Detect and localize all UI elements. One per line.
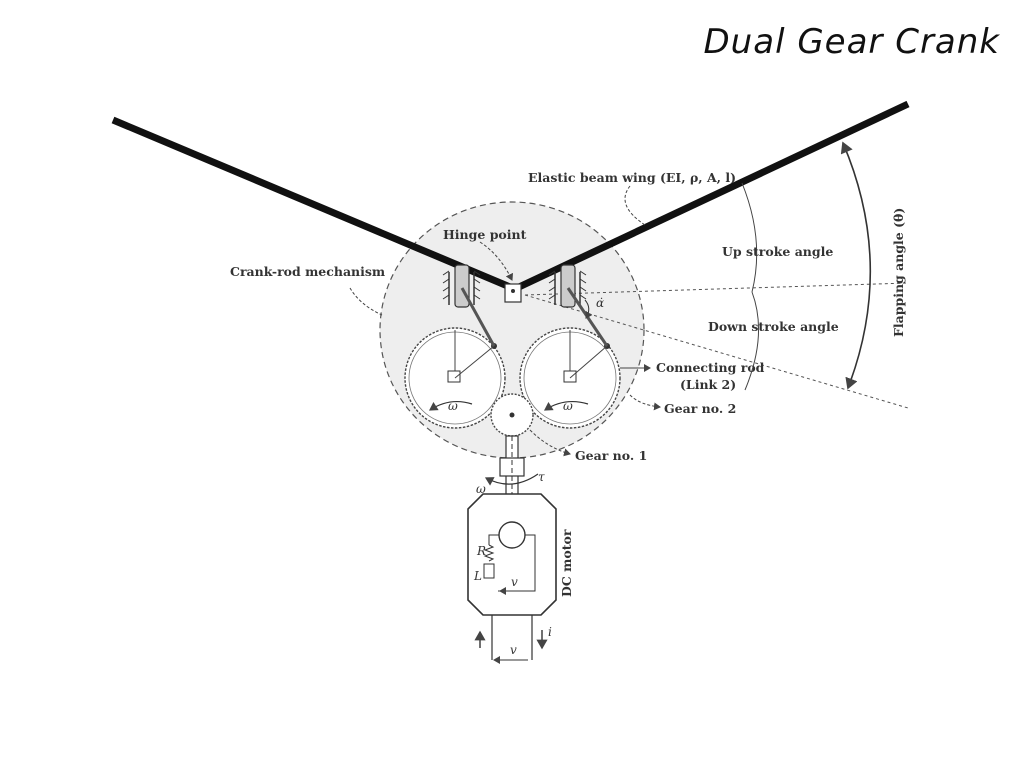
left-gear-rotation-arrow [428,400,473,411]
gear2-leader [629,394,661,411]
motor-terminal [491,615,533,660]
up-stroke-arc [741,182,758,293]
voltage-outer-label: v [510,643,517,657]
left-large-gear [404,327,506,429]
down-stroke-label: Down stroke angle [708,319,839,334]
motor-wire-left [488,534,499,545]
hinge-leader [479,241,514,281]
wing-label: Elastic beam wing (EI, ρ, A, l) [528,170,736,185]
motor-rotor [498,521,526,549]
current-label: i [548,625,552,639]
link2-label: (Link 2) [680,377,736,392]
connecting-rod-label: Connecting rod [656,360,765,375]
shaft-omega: ω [476,482,486,496]
right-wing-beam [517,100,910,291]
inductor-symbol [483,563,495,579]
dc-motor-housing [467,493,557,616]
hinge-pin [511,289,515,293]
flapping-angle-arc [840,141,872,390]
right-gear-rotation-arrow [543,400,589,411]
voltage-inner-label: v [511,575,518,589]
gear2-label: Gear no. 2 [664,401,736,416]
left-wing-beam [111,116,512,291]
gear1-label: Gear no. 1 [575,448,647,463]
shaft-tau: τ [538,470,545,484]
left-connecting-rod [460,287,496,347]
crank-rod-leader [349,287,383,316]
center-small-gear [490,393,534,437]
alpha-dot-arc [584,299,593,319]
hinge-label: Hinge point [443,227,527,242]
crank-rod-label: Crank-rod mechanism [230,264,385,279]
wing-leader [624,185,646,226]
down-stroke-arc [744,291,759,391]
resistor-symbol [483,544,495,562]
left-gear-omega: ω [448,399,458,413]
right-gear-omega: ω [563,399,573,413]
up-stroke-label: Up stroke angle [722,244,833,259]
dc-motor-label: DC motor [559,529,574,597]
slide-title: Dual Gear Crank [703,22,1000,62]
resistor-label: R [476,544,486,558]
alpha-dot-symbol: α̇ [596,296,604,310]
flapping-angle-label: Flapping angle (θ) [891,208,906,337]
right-slider [548,264,587,308]
inductor-label: L [473,569,482,583]
left-slider [442,264,481,308]
